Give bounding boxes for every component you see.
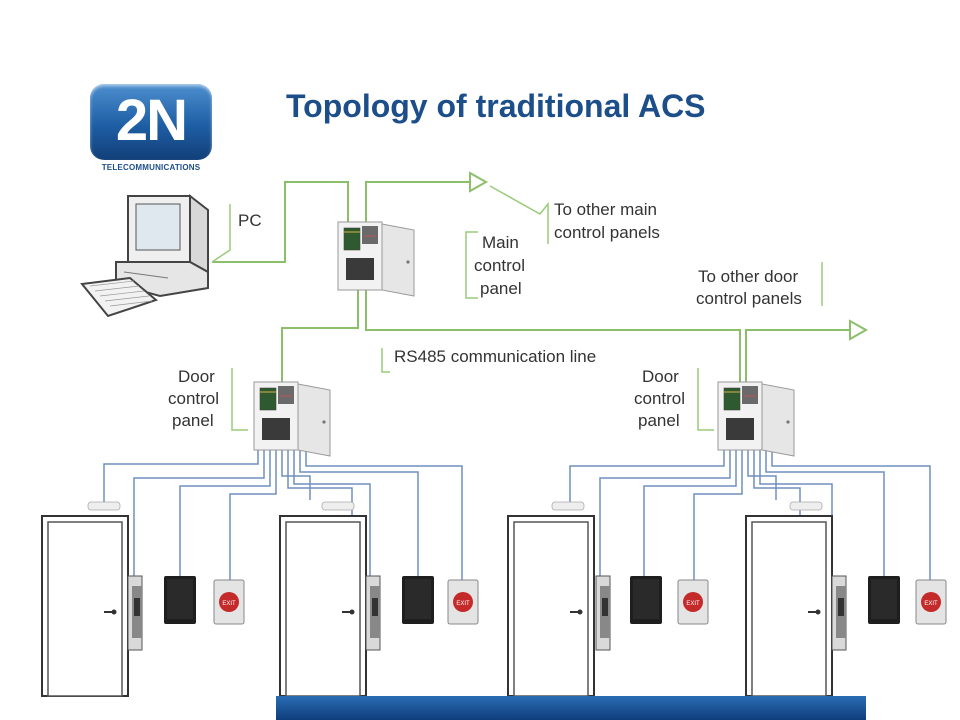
- svg-text:control: control: [474, 256, 525, 275]
- exit-button-3: EXIT: [677, 579, 709, 625]
- label-pc: PC: [238, 211, 262, 230]
- svg-text:control panels: control panels: [554, 223, 660, 242]
- svg-text:Main: Main: [482, 233, 519, 252]
- exit-button-1: EXIT: [213, 579, 245, 625]
- card-reader: [868, 576, 900, 624]
- label-main-control-panel: Main control panel: [474, 233, 525, 298]
- door: [279, 515, 367, 697]
- door: [507, 515, 595, 697]
- svg-text:Door: Door: [178, 367, 215, 386]
- logo-text: 2N: [115, 88, 188, 153]
- door-group-4: [745, 501, 900, 697]
- svg-text:control: control: [634, 389, 685, 408]
- exit-button-2: EXIT: [447, 579, 479, 625]
- door-control-panel-left: [253, 381, 331, 457]
- svg-text:panel: panel: [480, 279, 522, 298]
- card-reader: [164, 576, 196, 624]
- door-group-1: [41, 501, 196, 697]
- label-to-other-main: To other main control panels: [554, 200, 660, 242]
- exit-button-4: EXIT: [915, 579, 947, 625]
- bottom-bar: [276, 696, 866, 720]
- label-rs485: RS485 communication line: [394, 347, 596, 366]
- main-control-panel: [337, 221, 415, 297]
- label-to-other-door: To other door control panels: [696, 267, 802, 308]
- exit-button-text: EXIT: [456, 601, 470, 607]
- door: [41, 515, 129, 697]
- logo-subtitle: TELECOMMUNICATIONS: [101, 163, 201, 172]
- door-group-3: [507, 501, 662, 697]
- svg-text:panel: panel: [172, 411, 214, 430]
- pc-computer-icon: [80, 193, 209, 318]
- label-door-control-panel-right: Door control panel: [634, 367, 685, 430]
- label-door-control-panel-left: Door control panel: [168, 367, 219, 430]
- svg-text:panel: panel: [638, 411, 680, 430]
- green-network-lines: [212, 171, 869, 382]
- svg-text:Door: Door: [642, 367, 679, 386]
- exit-button-text: EXIT: [924, 601, 938, 607]
- card-reader: [402, 576, 434, 624]
- exit-button-text: EXIT: [686, 601, 700, 607]
- electric-strike: [595, 575, 611, 651]
- svg-text:control: control: [168, 389, 219, 408]
- svg-text:control panels: control panels: [696, 289, 802, 308]
- page-title: Topology of traditional ACS: [286, 88, 706, 124]
- electric-strike: [127, 575, 143, 651]
- electric-strike: [365, 575, 381, 651]
- exit-button-text: EXIT: [222, 601, 236, 607]
- label-brackets: [211, 185, 823, 431]
- svg-text:To other door: To other door: [698, 267, 799, 286]
- door-group-2: [279, 501, 434, 697]
- door: [745, 515, 833, 697]
- logo-badge: [90, 84, 212, 160]
- svg-text:To other main: To other main: [554, 200, 657, 219]
- door-control-panel-right: [717, 381, 795, 457]
- 2n-logo: 2N TELECOMMUNICATIONS: [86, 84, 216, 174]
- card-reader: [630, 576, 662, 624]
- electric-strike: [831, 575, 847, 651]
